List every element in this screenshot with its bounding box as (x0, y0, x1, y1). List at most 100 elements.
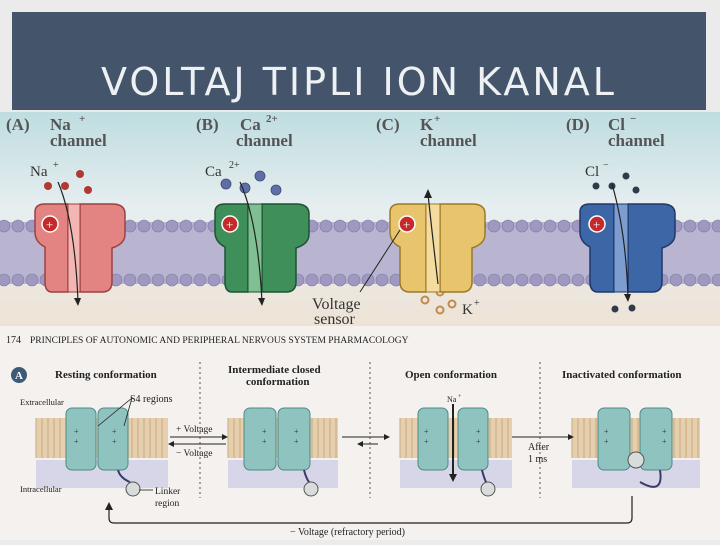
svg-text:+: + (46, 217, 53, 232)
svg-text:+: + (53, 160, 59, 171)
open-channel: ++ ++ (417, 404, 496, 497)
na-ion-label: Na + (30, 160, 59, 180)
svg-text:+: + (474, 298, 480, 309)
refractory-loop (108, 496, 633, 524)
svg-text:channel: channel (420, 131, 477, 150)
conformation-figure-svg: 174 PRINCIPLES OF AUTONOMIC AND PERIPHER… (6, 335, 700, 538)
intracellular-label: Intracellular (20, 484, 62, 494)
conformation-figure: 174 PRINCIPLES OF AUTONOMIC AND PERIPHER… (0, 326, 720, 540)
svg-text:K: K (420, 115, 434, 134)
na-ions (44, 170, 92, 194)
svg-text:+: + (424, 427, 429, 436)
open-ion-label: Na (447, 395, 457, 404)
voltage-sensor-label-2: sensor (314, 311, 356, 326)
svg-text:+: + (403, 217, 410, 232)
svg-text:+: + (662, 437, 667, 446)
figure-badge (11, 367, 27, 383)
ion-channel-figure: (A) Na + channel (B) Ca 2+ channel (C) K… (0, 112, 720, 328)
open-forward-arrowhead (384, 434, 390, 440)
k-channel: + (389, 189, 486, 293)
svg-text:channel: channel (236, 131, 293, 150)
svg-text:+: + (294, 437, 299, 446)
svg-text:2+: 2+ (229, 160, 240, 171)
svg-text:Cl: Cl (585, 164, 599, 180)
open-back-arrowhead (357, 441, 363, 447)
open-ion-charge: + (458, 394, 462, 400)
svg-text:−: − (630, 113, 636, 125)
slide-title: VOLTAJ TIPLI ION KANAL (101, 60, 617, 104)
svg-text:+: + (604, 437, 609, 446)
svg-text:+: + (593, 217, 600, 232)
panel-d-heading: (D) Cl − channel (566, 113, 665, 150)
svg-text:+: + (262, 427, 267, 436)
na-voltage-sensor-icon (41, 215, 59, 233)
cl-ions (592, 172, 640, 313)
stage-intermediate-title-1: Intermediate closed (228, 364, 321, 376)
svg-text:channel: channel (608, 131, 665, 150)
svg-text:(C): (C) (376, 115, 400, 134)
extracellular-label: Extracellular (20, 397, 64, 407)
cl-channel: + (579, 183, 676, 302)
after-label-2: 1 ms (528, 454, 547, 465)
svg-text:+: + (424, 437, 429, 446)
svg-text:+: + (226, 217, 233, 232)
svg-text:Ca: Ca (205, 164, 222, 180)
na-channel: + (34, 181, 126, 306)
minus-voltage-arrowhead (168, 441, 174, 447)
svg-text:+: + (662, 427, 667, 436)
svg-text:Na: Na (30, 164, 48, 180)
resting-channel: ++ ++ (65, 407, 141, 497)
refractory-arrowhead (105, 502, 113, 510)
panel-b-heading: (B) Ca 2+ channel (196, 113, 293, 150)
plus-voltage-arrowhead (222, 434, 228, 440)
panel-c-heading: (C) K + channel (376, 113, 477, 150)
svg-text:+: + (112, 437, 117, 446)
ca-voltage-sensor-icon (221, 215, 239, 233)
figure-badge-label: A (15, 370, 23, 382)
ca-ions (220, 170, 282, 196)
svg-text:+: + (74, 437, 79, 446)
svg-text:+: + (262, 437, 267, 446)
ca-channel: + (214, 181, 310, 306)
linker-label-2: region (155, 499, 180, 509)
stage-intermediate-title-2: conformation (246, 376, 310, 388)
svg-text:+: + (476, 437, 481, 446)
svg-text:(A): (A) (6, 115, 30, 134)
panel-a-heading: (A) Na + channel (6, 113, 107, 150)
minus-voltage-label: − Voltage (176, 449, 212, 459)
svg-text:channel: channel (50, 131, 107, 150)
cl-ion-label: Cl − (585, 160, 609, 180)
inactivated-channel: ++ ++ (597, 407, 673, 488)
intermediate-channel: ++ ++ (243, 407, 319, 497)
s4-regions-label: S4 regions (130, 394, 173, 405)
ca-ion-label: Ca 2+ (205, 160, 240, 180)
stage-resting-title: Resting conformation (55, 369, 157, 381)
svg-text:+: + (79, 113, 85, 125)
svg-text:Na: Na (50, 115, 71, 134)
svg-text:(D): (D) (566, 115, 590, 134)
svg-text:Ca: Ca (240, 115, 261, 134)
svg-text:+: + (112, 427, 117, 436)
svg-text:2+: 2+ (266, 113, 278, 125)
plus-voltage-label: + Voltage (176, 425, 212, 435)
k-voltage-sensor-icon (398, 215, 416, 233)
svg-text:+: + (294, 427, 299, 436)
svg-text:+: + (74, 427, 79, 436)
after-label-1: After (528, 442, 550, 453)
page-number: 174 (6, 335, 21, 346)
stage-inactivated-title: Inactivated conformation (562, 369, 681, 381)
s4-pointer (97, 397, 133, 427)
svg-text:+: + (604, 427, 609, 436)
voltage-sensor-label-1: Voltage (312, 296, 361, 313)
linker-label-1: Linker (155, 487, 181, 497)
stage-open-title: Open conformation (405, 369, 497, 381)
svg-text:−: − (603, 160, 609, 171)
voltage-sensor-pointer (359, 229, 401, 293)
svg-text:+: + (476, 427, 481, 436)
running-head: PRINCIPLES OF AUTONOMIC AND PERIPHERAL N… (30, 336, 409, 346)
cl-voltage-sensor-icon (588, 215, 606, 233)
slide-title-bar: VOLTAJ TIPLI ION KANAL (12, 12, 706, 110)
svg-text:(B): (B) (196, 115, 219, 134)
svg-text:K: K (462, 302, 473, 318)
refractory-label: − Voltage (refractory period) (290, 527, 405, 538)
